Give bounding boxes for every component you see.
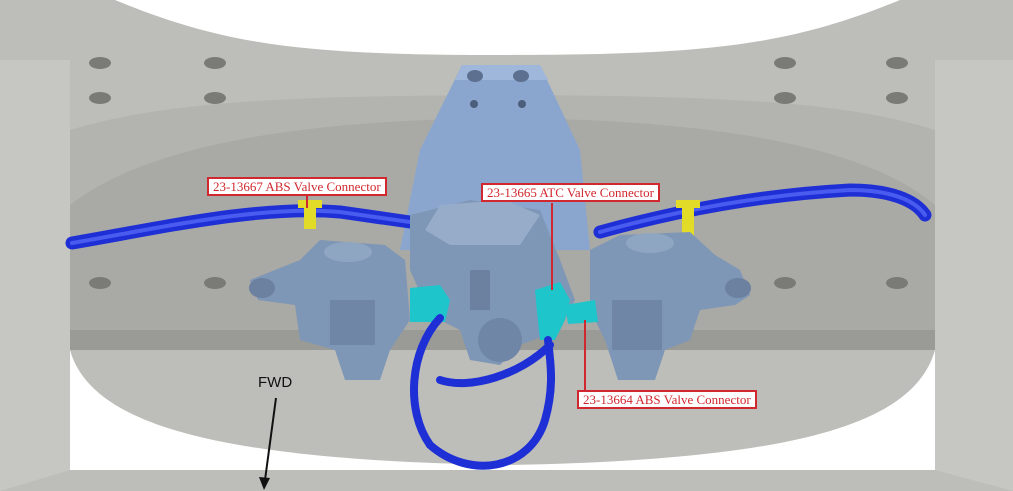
mounting-bracket — [400, 65, 590, 250]
callout-abs-valve-connector-23-13667: 23-13667 ABS Valve Connector — [207, 177, 387, 196]
valve-body — [249, 200, 751, 380]
yellow-clamp — [298, 200, 700, 240]
forward-arrow-icon — [259, 397, 277, 490]
air-hose-main — [65, 183, 932, 250]
cyan-connector — [410, 282, 598, 340]
air-hose-loop — [410, 314, 555, 470]
callout-leaders — [306, 195, 586, 390]
callout-atc-valve-connector-23-13665: 23-13665 ATC Valve Connector — [481, 183, 660, 202]
forward-direction-label: FWD — [258, 374, 293, 391]
callout-abs-valve-connector-23-13664: 23-13664 ABS Valve Connector — [577, 390, 757, 409]
